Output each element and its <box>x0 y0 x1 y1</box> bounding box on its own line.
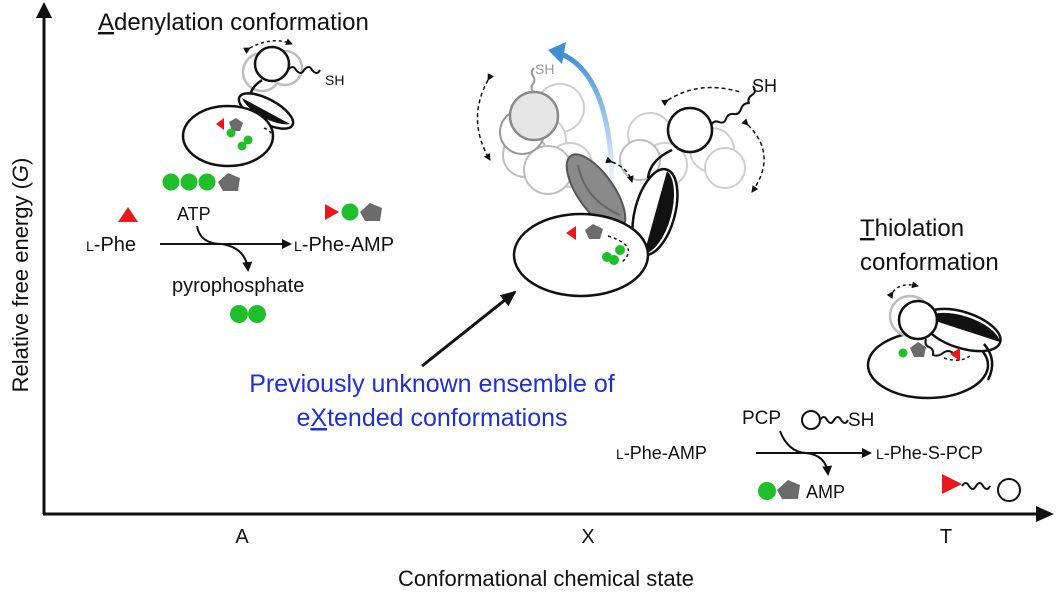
thiolation-title-line2: conformation <box>860 249 999 276</box>
pcp-glyph-wave <box>819 416 849 424</box>
amp-label: AMP <box>806 482 845 502</box>
pcp-in-arrow <box>779 430 807 454</box>
blue-arrowhead <box>548 42 566 64</box>
x-tick-x: X <box>581 526 594 548</box>
pcp-domain-circle <box>253 45 291 83</box>
pcp-label: PCP <box>742 408 781 429</box>
ensemble-pointer-arrow <box>421 290 517 368</box>
extended-core-domain <box>512 212 650 298</box>
y-axis-label: Relative free energy (G) <box>8 158 33 393</box>
extended-protein-cartoon: SH <box>512 76 777 298</box>
x-axis-label: Conformational chemical state <box>398 566 694 591</box>
pcp-sh-label: SH <box>848 410 874 431</box>
thiolation-panel: Thiolation conformation PCP SH L-Phe-AMP… <box>616 215 1021 502</box>
atp-in-arrow <box>196 225 223 245</box>
axes: Relative free energy (G) Conformational … <box>8 2 1054 591</box>
amp-glyph <box>758 480 800 500</box>
thiolation-substrate-label: L-Phe-AMP <box>616 443 707 463</box>
extended-panel: SH SH <box>249 42 777 432</box>
atp-glyph <box>162 173 240 191</box>
amp-out-arrow <box>805 452 833 476</box>
x-tick-a: A <box>235 526 249 548</box>
pyrophosphate-glyph <box>230 305 266 323</box>
atp-label: ATP <box>177 204 211 224</box>
phe-s-pcp-glyph <box>942 474 1021 502</box>
extended-sh-black-label: SH <box>752 76 777 96</box>
extended-sh-gray-label: SH <box>535 61 554 77</box>
pyrophosphate-out-arrow <box>221 243 253 272</box>
pyrophosphate-label: pyrophosphate <box>172 275 304 297</box>
thiolation-protein-cartoon <box>866 281 1002 400</box>
extended-caption-line2: eXtended conformations <box>296 404 567 432</box>
adenylation-product-label: L-Phe-AMP <box>294 234 394 256</box>
pcp-glyph-circle <box>801 410 821 430</box>
phe-glyph <box>118 207 138 222</box>
thiolation-pcp-circle <box>897 299 939 341</box>
extended-caption-line1: Previously unknown ensemble of <box>249 370 615 398</box>
extended-pcp-circle <box>666 106 714 154</box>
adenylation-panel: Adenylation conformation SH <box>86 9 394 323</box>
thiolation-product-label: L-Phe-S-PCP <box>876 443 983 463</box>
extended-gray-ensemble: SH <box>476 61 627 231</box>
phe-amp-glyph <box>325 203 382 221</box>
adenylation-sh-label: SH <box>325 72 344 88</box>
x-axis-arrowhead <box>1036 506 1054 522</box>
x-tick-t: T <box>940 526 952 548</box>
adenylation-substrate-label: L-Phe <box>86 234 136 256</box>
y-axis-arrowhead <box>36 2 52 18</box>
thiolation-title-line1: Thiolation <box>860 215 964 242</box>
adenylation-protein-cartoon: SH <box>181 38 344 168</box>
adenylation-title: Adenylation conformation <box>98 9 369 36</box>
